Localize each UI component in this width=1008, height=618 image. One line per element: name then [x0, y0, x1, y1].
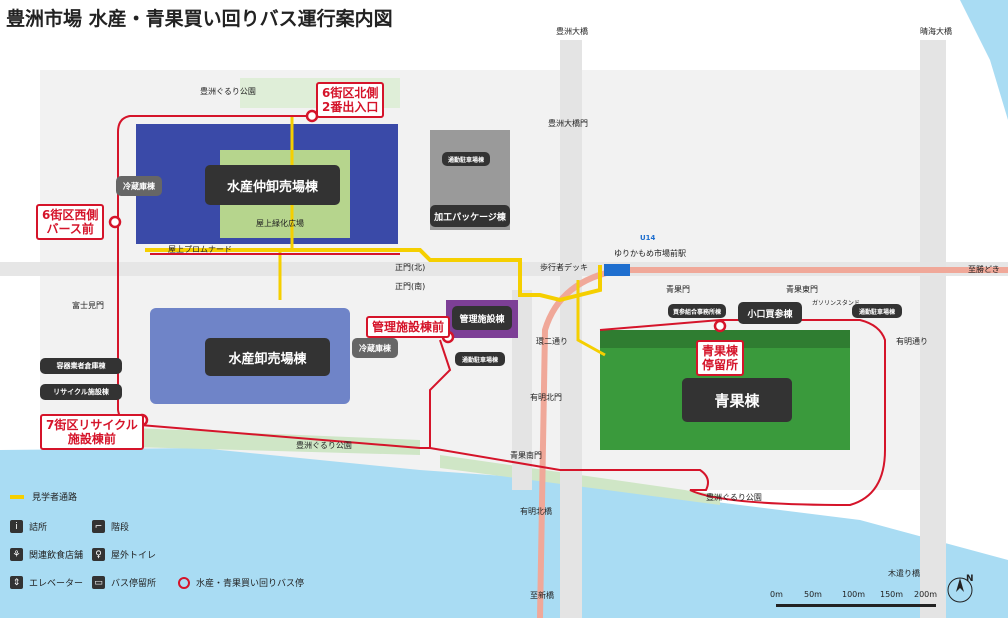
legend-route-stop: 水産・青果買い回りバス停: [178, 576, 304, 589]
label-harumi-bridge: 晴海大橋: [920, 27, 952, 36]
label-u14: U14: [640, 234, 656, 242]
label-ariake-road: 有明通り: [896, 337, 928, 346]
label-kanjo2-road: 環二通り: [536, 337, 568, 346]
scale-tick: 50m: [804, 590, 822, 599]
visitor-path: [145, 248, 602, 303]
bus-route-west: [117, 115, 452, 449]
visitor-path-swatch: [10, 494, 24, 499]
road-harumi-bridge: [920, 40, 946, 618]
north-label: N: [966, 574, 974, 584]
bus-stop-marker: [108, 215, 122, 229]
label-seimon-south: 正門(南): [395, 282, 426, 291]
toilet-icon: ♀: [92, 548, 105, 561]
building-reizo-south: 冷蔵庫棟: [352, 338, 398, 358]
label-park-3: 豊洲ぐるり公園: [706, 493, 762, 502]
scale-tick: 0m: [770, 590, 783, 599]
legend-toilet: ♀屋外トイレ: [92, 548, 156, 561]
building-reizo-north: 冷蔵庫棟: [116, 176, 162, 196]
label-seika-south-gate: 青果南門: [510, 451, 542, 460]
label-to-kachidoki: 至勝どき: [968, 265, 1000, 274]
building-parking-1: 通勤駐車場棟: [442, 152, 490, 166]
road-toyosu-bridge: [560, 40, 582, 618]
label-toyosu-bridge: 豊洲大橋: [556, 27, 588, 36]
bus-stop-label-kanri: 管理施設棟前: [366, 316, 451, 338]
scale: 0m 50m 100m 150m 200m: [770, 590, 937, 612]
label-toyosu-ohashi-gate: 豊洲大橋門: [548, 119, 588, 128]
label-seika-east-gate: 青果東門: [786, 285, 818, 294]
seika-roof-band: [600, 330, 850, 348]
scale-tick: 200m: [914, 590, 938, 599]
label-fujimi-gate: 富士見門: [72, 301, 104, 310]
route-stop-pin-icon: [178, 576, 190, 589]
info-icon: i: [10, 520, 23, 533]
bus-stop-label-north: 6街区北側 2番出入口: [316, 82, 385, 118]
building-koguchi: 小口買参棟: [738, 302, 802, 324]
building-kanri: 管理施設棟: [452, 306, 512, 330]
scale-tick: 100m: [842, 590, 866, 599]
label-seimon-north: 正門(北): [395, 263, 426, 272]
label-park-1: 豊洲ぐるり公園: [200, 87, 256, 96]
label-station: ゆりかもめ市場前駅: [614, 249, 686, 258]
building-kaisan: 買参組合事務所棟: [668, 304, 726, 318]
stairs-icon: ⌐: [92, 520, 105, 533]
river-water-right: [960, 0, 1008, 120]
building-oroshiuri: 水産卸売場棟: [205, 338, 330, 376]
building-seika: 青果棟: [682, 378, 792, 422]
scale-tick: 150m: [880, 590, 904, 599]
building-nakaoroshi: 水産仲卸売場棟: [205, 165, 340, 205]
label-park-2: 豊洲ぐるり公園: [296, 441, 352, 450]
bus-stop-label-seika: 青果棟 停留所: [696, 340, 745, 376]
label-ariake-kita-bridge: 有明北橋: [520, 507, 552, 516]
label-ariake-north-gate: 有明北門: [530, 393, 562, 402]
label-promenade: 屋上プロムナード: [168, 245, 232, 254]
road-kanjo2: [512, 290, 532, 490]
label-gas: ガソリンスタンド: [812, 300, 860, 307]
restaurant-icon: ⚘: [10, 548, 23, 561]
bus-stop-label-recycle: 7街区リサイクル 施設棟前: [40, 414, 144, 450]
bus-stop-label-west: 6街区西側 バース前: [36, 204, 105, 240]
label-seika-gate: 青果門: [666, 285, 690, 294]
bus-icon: ▭: [92, 576, 105, 589]
building-parking-3: 通勤駐車場棟: [852, 304, 902, 318]
station-block: [604, 264, 630, 276]
bus-stop-marker: [713, 319, 727, 333]
label-pedestrian-deck: 歩行者デッキ: [540, 263, 588, 272]
legend-visitor-path: 見学者通路: [10, 490, 77, 503]
legend-food: ⚘関連飲食店舗: [10, 548, 83, 561]
canal-water: [0, 448, 1008, 618]
north-arrow-icon: [956, 578, 964, 592]
scale-bar: [776, 604, 936, 607]
label-rooftop: 屋上緑化広場: [256, 219, 304, 228]
building-parking-2: 通勤駐車場棟: [455, 352, 505, 366]
building-youki: 容器業者倉庫棟: [40, 358, 122, 374]
label-shiba-bridge: 至新橋: [530, 591, 554, 600]
label-kiso-bridge: 木遣り橋: [888, 569, 920, 578]
legend-stairs: ⌐階段: [92, 520, 129, 533]
legend-elevator: ⇕エレベーター: [10, 576, 83, 589]
park-strip-left: [60, 425, 420, 455]
building-recycle: リサイクル施設棟: [40, 384, 122, 400]
visitor-path-seika: [576, 280, 606, 357]
building-kakou: 加工パッケージ棟: [430, 205, 510, 227]
legend-busstop: ▭バス停留所: [92, 576, 156, 589]
page-title: 豊洲市場 水産・青果買い回りバス運行案内図: [6, 8, 393, 30]
bus-route-east: [429, 319, 886, 507]
elevator-icon: ⇕: [10, 576, 23, 589]
